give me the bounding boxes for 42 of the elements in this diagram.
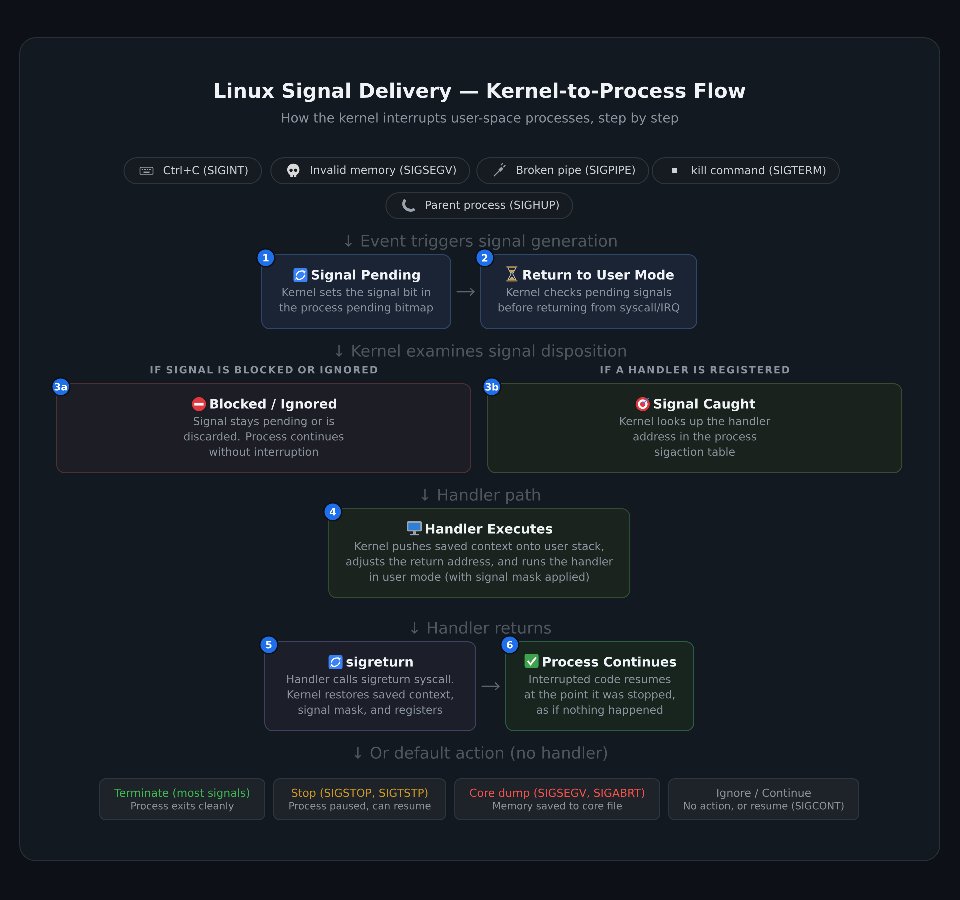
box-text: Handler calls sigreturn syscall. Kernel restores saved context, signal mask, and registers xyxy=(288,674,454,716)
box-text: Kernel pushes saved context onto user stack, adjusts the return address, and runs the handler in user mode (with signal mask applied) xyxy=(346,542,614,584)
box-text: Kernel looks up the handler address in the process sigaction table xyxy=(620,416,771,458)
box-heading: Core dump (SIGSEGV, SIGABRT) xyxy=(470,788,644,800)
box-text: Signal stays pending or is discarded. Process continues without interruption xyxy=(184,416,344,458)
box-heading: Signal Pending xyxy=(312,270,420,282)
section-label: ↓ Handler returns xyxy=(411,622,552,634)
section-label: ↓ Handler path xyxy=(422,488,540,504)
box-heading: Ignore / Continue xyxy=(718,788,811,800)
box-text: Process exits cleanly xyxy=(132,802,234,812)
arrow xyxy=(456,288,476,296)
section-label: ↓ Event triggers signal generation xyxy=(345,234,617,250)
section-label: ↓ Kernel examines signal disposition xyxy=(336,344,626,360)
column-heading: IF SIGNAL IS BLOCKED OR IGNORED xyxy=(150,366,378,374)
box-heading: Stop (SIGSTOP, SIGTSTP) xyxy=(292,788,428,800)
column-heading: IF A HANDLER IS REGISTERED xyxy=(600,366,790,374)
box-heading: Handler Executes xyxy=(426,524,553,534)
arrow xyxy=(482,682,500,691)
pill: kill command (SIGTERM) xyxy=(652,158,840,184)
box-heading: Process Continues xyxy=(543,656,676,667)
action-box xyxy=(100,778,266,820)
pill: Invalid memory (SIGSEGV) xyxy=(270,158,470,184)
box-text: Interrupted code resumes at the point it was stopped, as if nothing happened xyxy=(524,674,675,716)
title: Linux Signal Delivery — Kernel-to-Process Flow xyxy=(216,82,746,102)
box-heading: Return to User Mode xyxy=(524,270,674,280)
box-text: Kernel checks pending signals before returning from syscall/IRQ xyxy=(498,288,680,314)
box-text: Process paused, can resume xyxy=(290,802,431,812)
box-heading: Blocked / Ignored xyxy=(210,398,336,412)
action-box xyxy=(274,778,446,820)
box-text: Memory saved to core file xyxy=(493,802,622,812)
box-heading: Terminate (most signals) xyxy=(114,788,250,800)
box-heading: sigreturn xyxy=(346,656,413,670)
action-box xyxy=(454,778,660,820)
pill: Ctrl+C (SIGINT) xyxy=(124,158,262,184)
pill: Parent process (SIGHUP) xyxy=(386,192,574,220)
subtitle: How the kernel interrupts user-space processes, step by step xyxy=(282,112,678,126)
pill: Broken pipe (SIGPIPE) xyxy=(476,158,650,184)
box-text: No action, or resume (SIGCONT) xyxy=(684,802,844,811)
action-box xyxy=(668,778,860,820)
box-heading: Signal Caught xyxy=(654,398,756,412)
section-label: ↓ Or default action (no handler) xyxy=(354,746,608,761)
box-text: Kernel sets the signal bit in the process pending bitmap xyxy=(280,288,434,314)
